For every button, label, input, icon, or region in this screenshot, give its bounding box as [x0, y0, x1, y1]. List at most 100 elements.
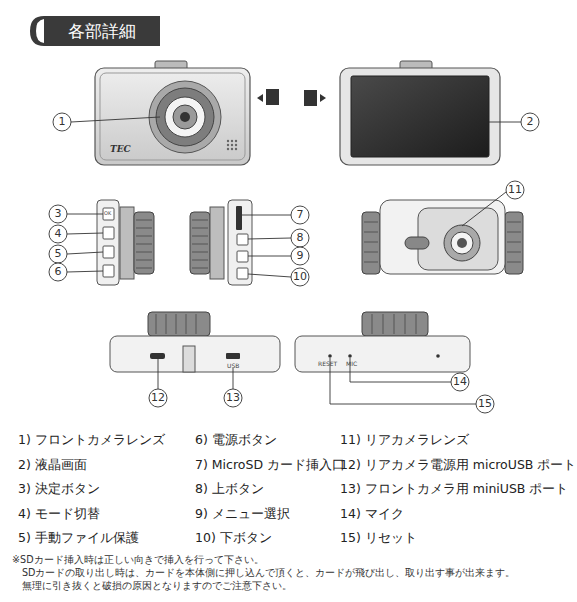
sd-card-icon [257, 94, 263, 102]
left-side-view [97, 200, 154, 285]
callout-number: 1 [53, 115, 71, 128]
sd-card-icon [304, 90, 317, 106]
callout-leader [67, 233, 103, 234]
part-name: 2) 液晶画面 [18, 457, 87, 472]
bottom-view-right [383, 314, 384, 334]
right-side-view [192, 268, 208, 269]
left-side-view [136, 260, 152, 261]
rear-camera-view [362, 212, 380, 274]
callout-leader [67, 252, 103, 254]
back-view [340, 68, 500, 165]
part-name: 7) MicroSD カード挿入口 [195, 457, 345, 472]
title-tab [30, 16, 160, 46]
right-side-view [192, 252, 208, 253]
callout-leader [451, 373, 469, 391]
part-name: 9) メニュー選択 [195, 506, 290, 521]
callout-number: 15 [476, 397, 494, 410]
callout-leader [67, 271, 103, 272]
callout-number: 10 [291, 270, 309, 283]
callout-leader [49, 113, 539, 413]
bottom-view-left [110, 312, 280, 372]
usage-note: 無理に引き抜くと破損の原因となりますのでご注意下さい。 [22, 580, 292, 592]
callout-leader [49, 263, 67, 281]
bottom-view-right [416, 314, 417, 334]
callout-leader [53, 113, 71, 131]
callout-number: 6 [49, 265, 67, 278]
callout-leader [248, 256, 291, 257]
back-view [340, 61, 500, 165]
part-name: 4) モード切替 [18, 506, 100, 521]
front-view [227, 144, 229, 146]
right-side-view [236, 206, 242, 230]
front-view [95, 68, 250, 165]
callout-number: 7 [291, 208, 309, 221]
right-side-view [228, 200, 252, 285]
front-view [165, 97, 205, 137]
bottom-view-left [110, 336, 280, 372]
left-side-view [134, 212, 154, 274]
bottom-view-left [176, 314, 177, 334]
bottom-view-left [166, 314, 167, 334]
callout-leader [158, 359, 159, 389]
right-side-view [192, 228, 208, 229]
left-side-view [136, 220, 152, 221]
rear-camera-view [505, 212, 523, 274]
left-side-view [120, 207, 134, 279]
callout-number: 12 [149, 391, 167, 404]
right-side-view [210, 207, 224, 279]
right-side-view [192, 260, 208, 261]
left-side-view [136, 252, 152, 253]
rear-camera-view [380, 200, 505, 274]
front-view [227, 140, 229, 142]
left-side-view [136, 268, 152, 269]
part-name: 12) リアカメラ電源用 microUSB ポート [340, 457, 576, 472]
bottom-view-left [148, 312, 210, 336]
callout-leader [462, 192, 506, 226]
bottom-view-right [348, 354, 352, 358]
back-view [351, 76, 489, 157]
rear-camera-view [451, 232, 473, 254]
right-side-view [237, 268, 248, 279]
section-title: 各部詳細 [44, 16, 160, 46]
rear-camera-view [507, 232, 521, 233]
rear-camera-view [364, 242, 378, 243]
bottom-view-left [226, 353, 240, 359]
part-name: 13) フロントカメラ用 miniUSB ポート [340, 481, 568, 496]
callout-leader [291, 206, 309, 224]
callout-leader [291, 247, 309, 265]
rear-camera-view [457, 238, 467, 248]
rear-camera-view [444, 225, 480, 261]
usage-note: SDカードの取り出し時は、カードを本体側に押し込んで頂くと、カードが飛び出し、取… [22, 567, 515, 579]
callout-number: 9 [291, 249, 309, 262]
bottom-view-right [295, 336, 470, 372]
front-view [231, 144, 233, 146]
sd-card-icon [320, 94, 326, 102]
right-side-view [237, 234, 248, 245]
rear-camera-view [507, 252, 521, 253]
rear-camera-view [405, 237, 429, 249]
left-side-view [103, 246, 114, 258]
front-view [95, 61, 250, 165]
bottom-view-right [295, 312, 470, 372]
part-name: 10) 下ボタン [195, 530, 272, 545]
right-side-view [190, 200, 252, 285]
part-name: 8) 上ボタン [195, 481, 264, 496]
rear-camera-view [362, 200, 523, 274]
port-marking: MIC [346, 360, 357, 367]
callout-leader [67, 214, 103, 215]
usage-note: ※SDカード挿入時は正しい向きで挿入を行って下さい。 [12, 554, 264, 566]
bottom-view-right [436, 354, 440, 358]
callout-leader [224, 389, 242, 407]
bottom-view-right [372, 314, 416, 334]
callout-leader [489, 122, 521, 123]
left-side-view [136, 236, 152, 237]
left-side-view [103, 208, 114, 220]
front-view [100, 73, 245, 160]
button-marking: OK [104, 210, 111, 216]
callout-leader [521, 113, 539, 131]
left-side-view [97, 200, 119, 285]
front-view [156, 88, 214, 146]
part-name: 3) 決定ボタン [18, 481, 100, 496]
callout-leader [49, 245, 67, 263]
part-name: 14) マイク [340, 506, 404, 521]
